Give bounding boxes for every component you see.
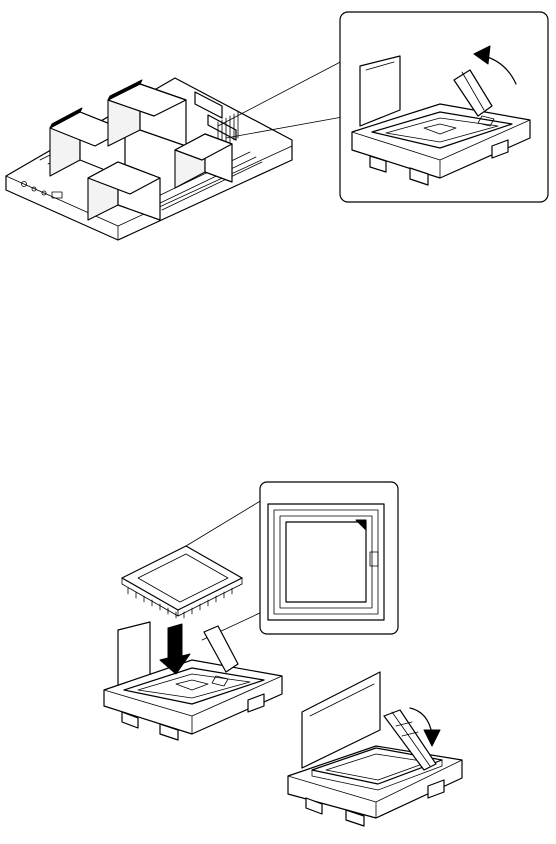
socket-lever-open-detail	[340, 12, 548, 202]
socket-lever-closed	[288, 672, 462, 826]
system-board-view	[6, 58, 348, 240]
socket-alignment-detail	[260, 482, 398, 634]
processor-over-socket	[104, 500, 282, 740]
